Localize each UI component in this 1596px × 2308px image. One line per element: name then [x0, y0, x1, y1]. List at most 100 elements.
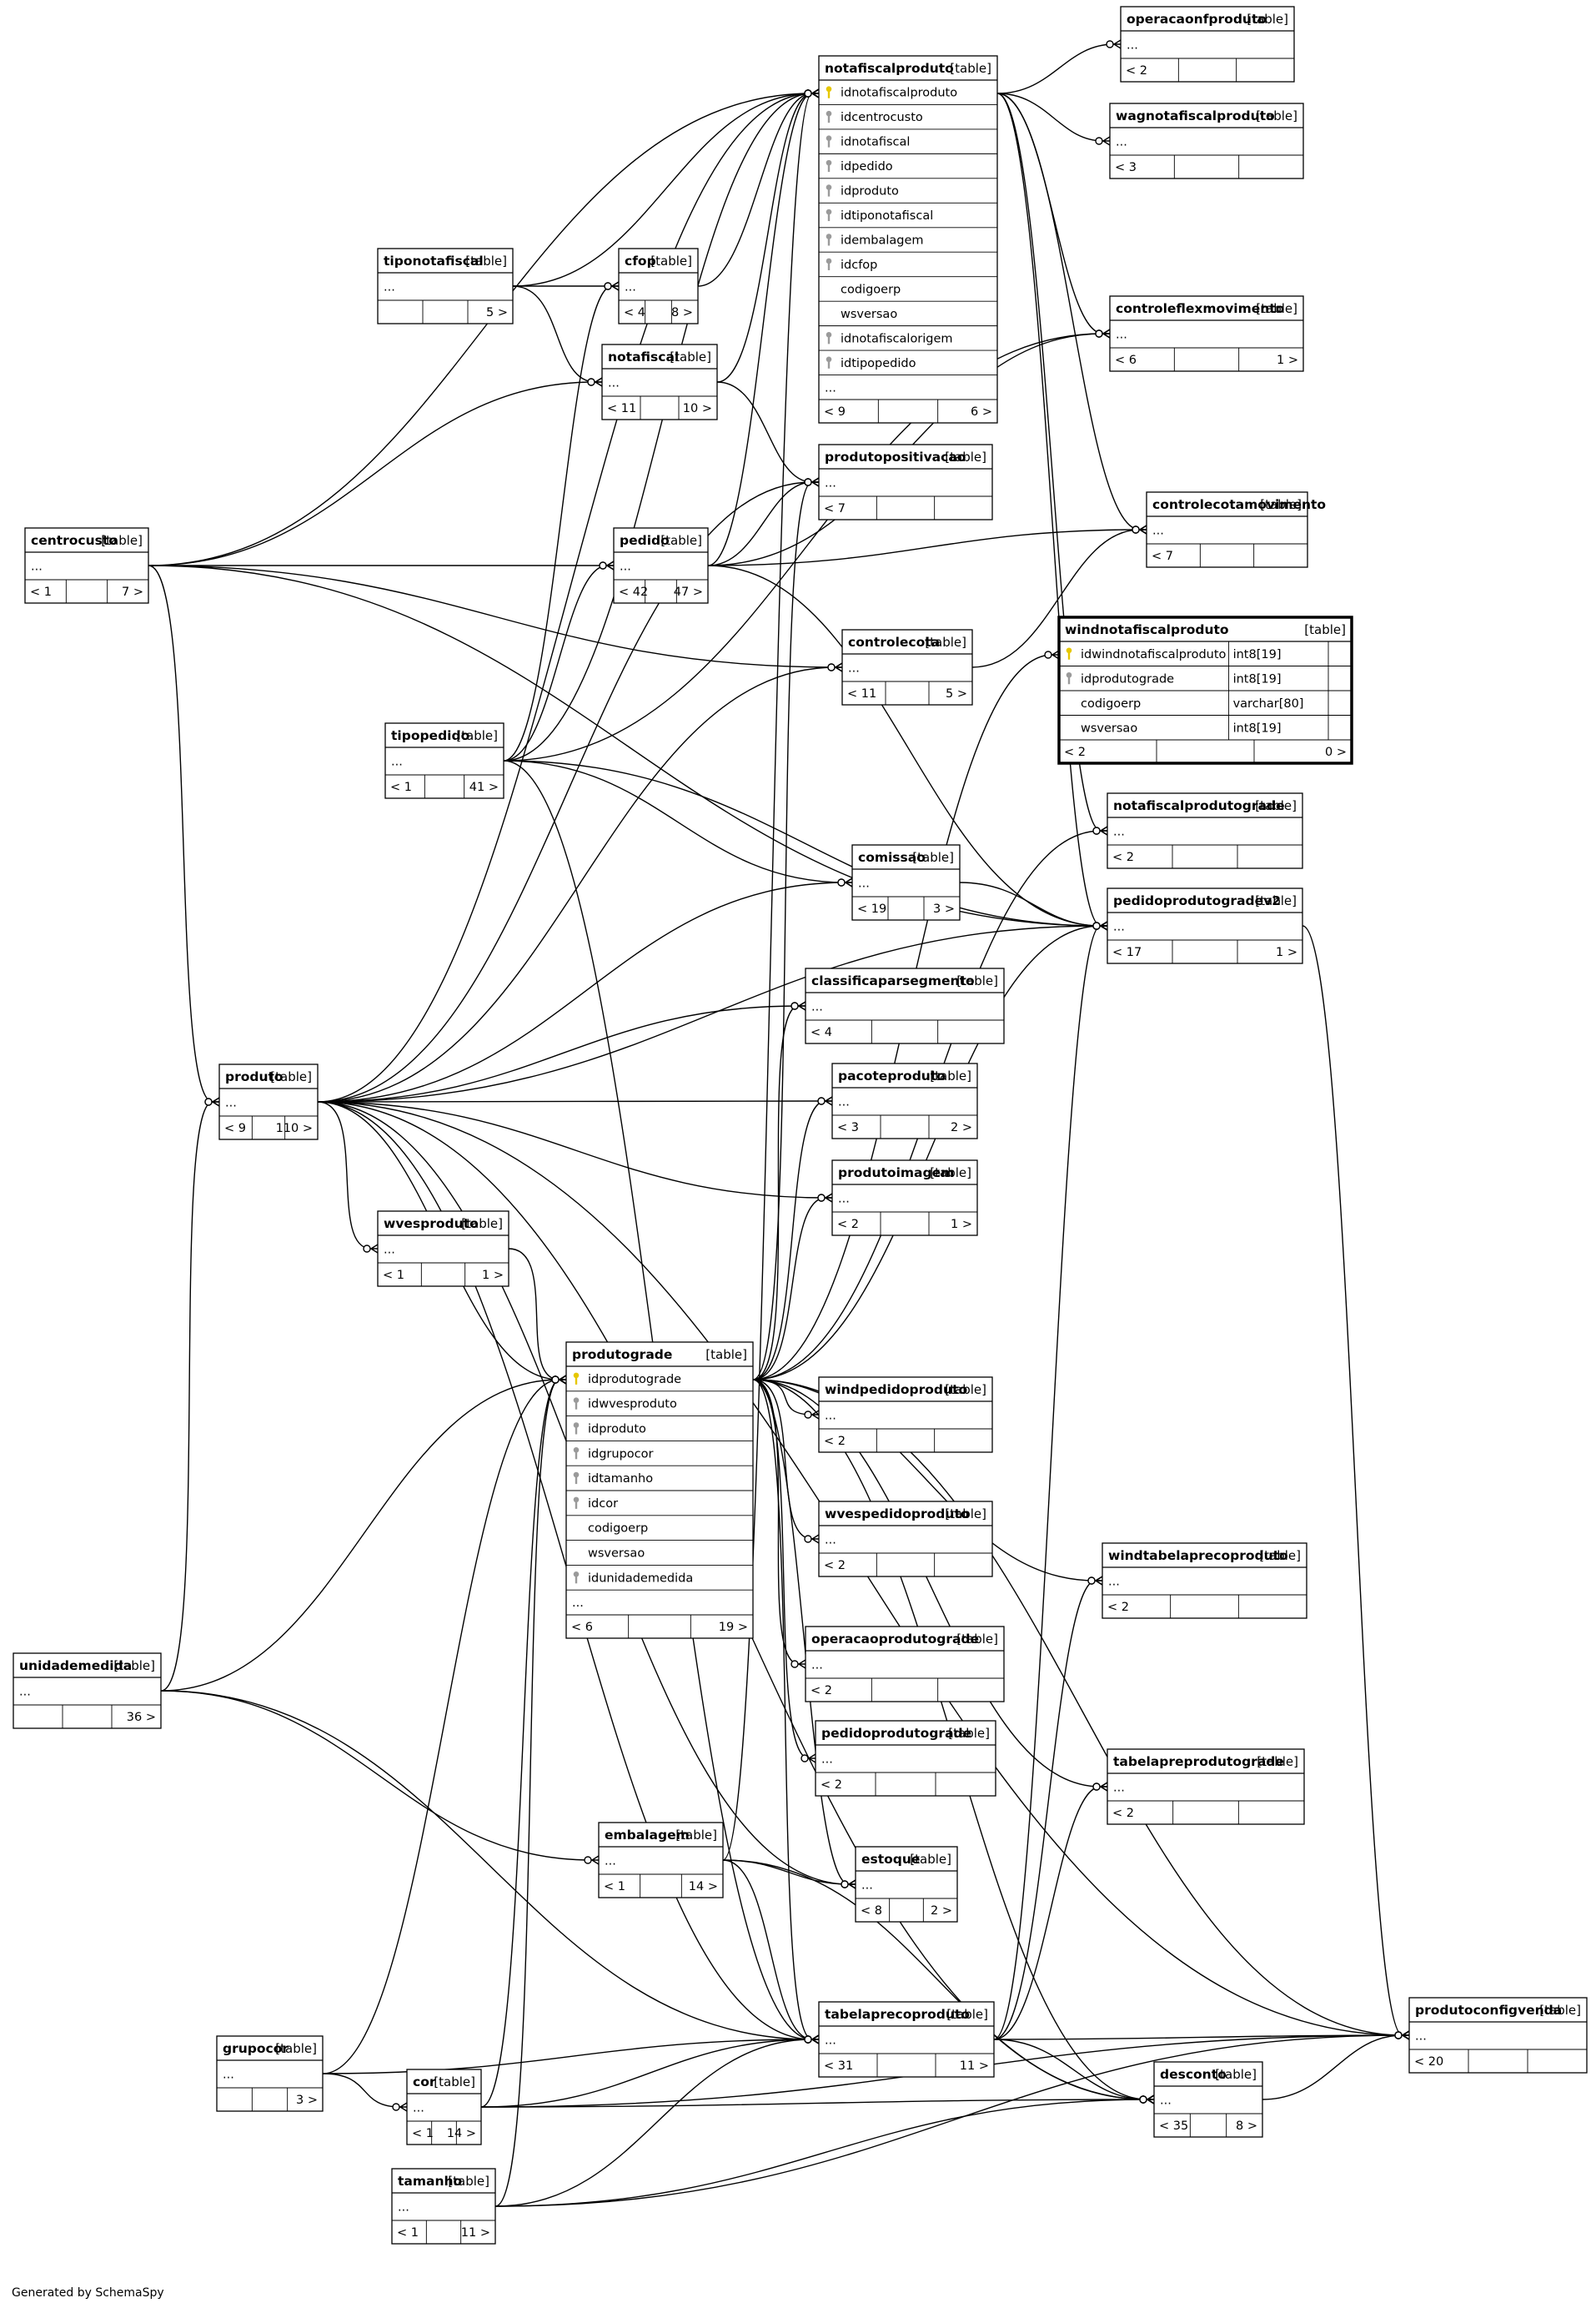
parent-count[interactable]: < 2: [811, 1684, 832, 1697]
table-wvespedidoproduto[interactable]: wvespedidoproduto[table]...< 2: [818, 1501, 993, 1577]
parent-count[interactable]: < 1: [383, 1269, 404, 1282]
child-count[interactable]: 110 >: [276, 1122, 313, 1135]
child-count[interactable]: 47 >: [674, 586, 703, 599]
parent-count[interactable]: < 2: [1064, 746, 1086, 759]
table-produtograde[interactable]: produtograde[table]idprodutogradeidwvesp…: [565, 1341, 754, 1639]
table-unidademedida[interactable]: unidademedida[table]...36 >: [13, 1652, 162, 1729]
parent-count[interactable]: < 9: [224, 1122, 246, 1135]
parent-count[interactable]: < 2: [1112, 851, 1134, 864]
table-classificaparsegmento[interactable]: classificaparsegmento[table]...< 4: [805, 968, 1005, 1044]
parent-count[interactable]: < 3: [837, 1121, 859, 1134]
parent-count[interactable]: < 1: [390, 781, 412, 794]
table-produtopositivacao[interactable]: produtopositivacao[table]...< 7: [818, 444, 993, 520]
table-pedidoprodutograde[interactable]: pedidoprodutograde[table]...< 2: [815, 1720, 996, 1797]
child-count[interactable]: 3 >: [296, 2094, 318, 2107]
child-count[interactable]: 19 >: [719, 1621, 748, 1634]
table-tag: [table]: [925, 635, 966, 650]
parent-count[interactable]: < 17: [1112, 946, 1142, 959]
relationship-line-produto-notafiscalproduto: [317, 93, 813, 1103]
table-tiponotafiscal[interactable]: tiponotafiscal[table]...5 >: [377, 248, 514, 324]
table-operacaonfproduto[interactable]: operacaonfproduto[table]...< 2: [1120, 6, 1295, 83]
parent-count[interactable]: < 4: [624, 306, 645, 319]
child-count[interactable]: 6 >: [971, 405, 992, 419]
parent-count[interactable]: < 6: [1115, 354, 1137, 367]
child-count[interactable]: 11 >: [461, 2226, 490, 2240]
child-count[interactable]: 1 >: [482, 1269, 504, 1282]
child-count[interactable]: 8 >: [671, 306, 693, 319]
parent-count[interactable]: < 20: [1414, 2055, 1443, 2069]
child-count[interactable]: 7 >: [122, 586, 143, 599]
parent-count[interactable]: < 4: [811, 1026, 832, 1039]
child-count[interactable]: 5 >: [486, 306, 508, 319]
parent-count[interactable]: < 3: [1115, 161, 1137, 174]
table-notafiscalproduto[interactable]: notafiscalproduto[table]idnotafiscalprod…: [818, 55, 998, 424]
child-count[interactable]: 36 >: [127, 1711, 156, 1724]
parent-count[interactable]: < 2: [824, 1559, 846, 1572]
parent-count[interactable]: < 2: [1126, 64, 1147, 78]
parent-count[interactable]: < 2: [1112, 1807, 1134, 1820]
child-count[interactable]: 14 >: [689, 1880, 718, 1893]
child-count[interactable]: 2 >: [931, 1904, 952, 1918]
child-count[interactable]: 1 >: [1276, 946, 1297, 959]
table-operacaoprodutograde[interactable]: operacaoprodutograde[table]...< 2: [805, 1626, 1005, 1702]
child-count[interactable]: 10 >: [683, 402, 712, 415]
child-count[interactable]: 14 >: [447, 2127, 476, 2140]
table-windtabelaprecoproduto[interactable]: windtabelaprecoproduto[table]...< 2: [1102, 1542, 1307, 1619]
parent-count[interactable]: < 7: [824, 502, 846, 515]
parent-count[interactable]: < 6: [571, 1621, 593, 1634]
parent-count[interactable]: < 31: [824, 2059, 853, 2073]
child-count[interactable]: 11 >: [960, 2059, 989, 2073]
table-tabelapreprodutograde[interactable]: tabelapreprodutograde[table]...< 2: [1107, 1748, 1305, 1825]
parent-count[interactable]: < 2: [824, 1435, 846, 1448]
table-wagnotafiscalproduto[interactable]: wagnotafiscalproduto[table]...< 3: [1109, 103, 1304, 179]
child-count[interactable]: 41 >: [469, 781, 499, 794]
child-count[interactable]: 1 >: [1277, 354, 1298, 367]
table-produtoconfigvenda[interactable]: produtoconfigvenda[table]...< 20: [1408, 1997, 1588, 2074]
table-notafiscalprodutograde[interactable]: notafiscalprodutograde[table]...< 2: [1107, 792, 1303, 869]
child-count[interactable]: 0 >: [1325, 746, 1347, 759]
parent-count[interactable]: < 19: [857, 903, 886, 916]
child-count[interactable]: 5 >: [946, 687, 967, 701]
parent-count[interactable]: < 8: [861, 1904, 882, 1918]
child-count[interactable]: 8 >: [1236, 2119, 1257, 2133]
parent-count[interactable]: < 1: [412, 2127, 434, 2140]
parent-count[interactable]: < 11: [847, 687, 876, 701]
parent-count[interactable]: < 9: [824, 405, 846, 419]
parent-count[interactable]: < 2: [1107, 1601, 1129, 1614]
child-count[interactable]: 1 >: [951, 1218, 972, 1231]
table-windnotafiscalproduto[interactable]: windnotafiscalproduto[table]idwindnotafi…: [1057, 616, 1353, 765]
parent-count[interactable]: < 7: [1152, 550, 1173, 563]
parent-count[interactable]: < 1: [30, 586, 52, 599]
parent-count[interactable]: < 2: [837, 1218, 859, 1231]
parent-count[interactable]: < 1: [397, 2226, 419, 2240]
parent-count[interactable]: < 2: [821, 1778, 842, 1792]
parent-count[interactable]: < 42: [619, 586, 648, 599]
table-grupocor[interactable]: grupocor[table]...3 >: [216, 2035, 324, 2112]
table-controlecotamovimento[interactable]: controlecotamovimento[table]...< 7: [1146, 491, 1326, 568]
child-count[interactable]: 2 >: [951, 1121, 972, 1134]
parent-count[interactable]: < 1: [604, 1880, 625, 1893]
table-windpedidoproduto[interactable]: windpedidoproduto[table]...< 2: [818, 1376, 993, 1453]
child-count[interactable]: 3 >: [933, 903, 955, 916]
parent-count[interactable]: < 35: [1159, 2119, 1188, 2133]
parent-count[interactable]: < 11: [607, 402, 636, 415]
